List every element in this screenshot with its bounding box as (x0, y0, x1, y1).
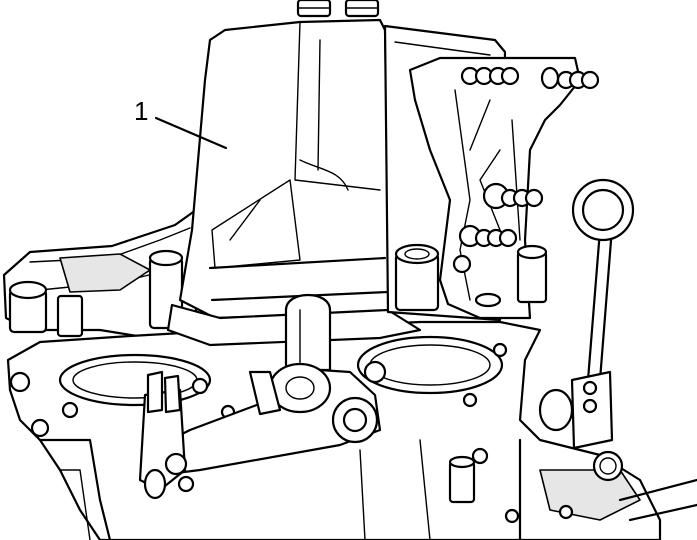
callout-number-1: 1 (134, 96, 149, 126)
selector-shaft-boss (284, 293, 332, 372)
selector-linkage (138, 360, 387, 500)
cover-top-bolts (296, 0, 380, 18)
left-mounting-flange (2, 208, 198, 340)
callout-leader (154, 116, 228, 150)
housing-sleeves (394, 243, 548, 312)
mounting-bracket (408, 56, 600, 320)
cover-part-1 (166, 18, 422, 347)
shift-lever (538, 178, 635, 450)
